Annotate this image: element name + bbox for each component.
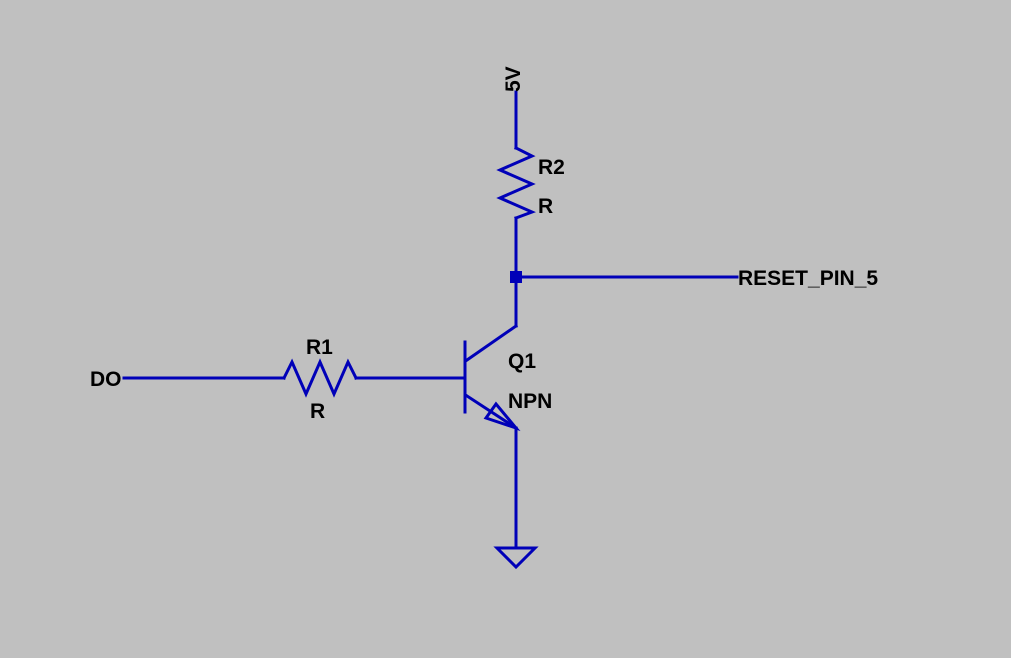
junction-dot <box>510 271 522 283</box>
net-label-5v: 5V <box>502 66 525 92</box>
r2-ref-label: R2 <box>538 156 565 179</box>
r1-ref-label: R1 <box>306 336 333 359</box>
resistor-r2[interactable] <box>496 145 536 220</box>
ground-icon <box>493 546 539 570</box>
transistor-q1[interactable] <box>463 323 521 432</box>
q1-value-label: NPN <box>508 390 553 413</box>
net-label-do: DO <box>90 368 122 391</box>
r1-value-label: R <box>310 400 326 423</box>
resistor-r1[interactable] <box>281 358 359 398</box>
net-label-reset: RESET_PIN_5 <box>738 267 879 290</box>
q1-ref-label: Q1 <box>508 350 537 373</box>
r2-value-label: R <box>538 195 554 218</box>
